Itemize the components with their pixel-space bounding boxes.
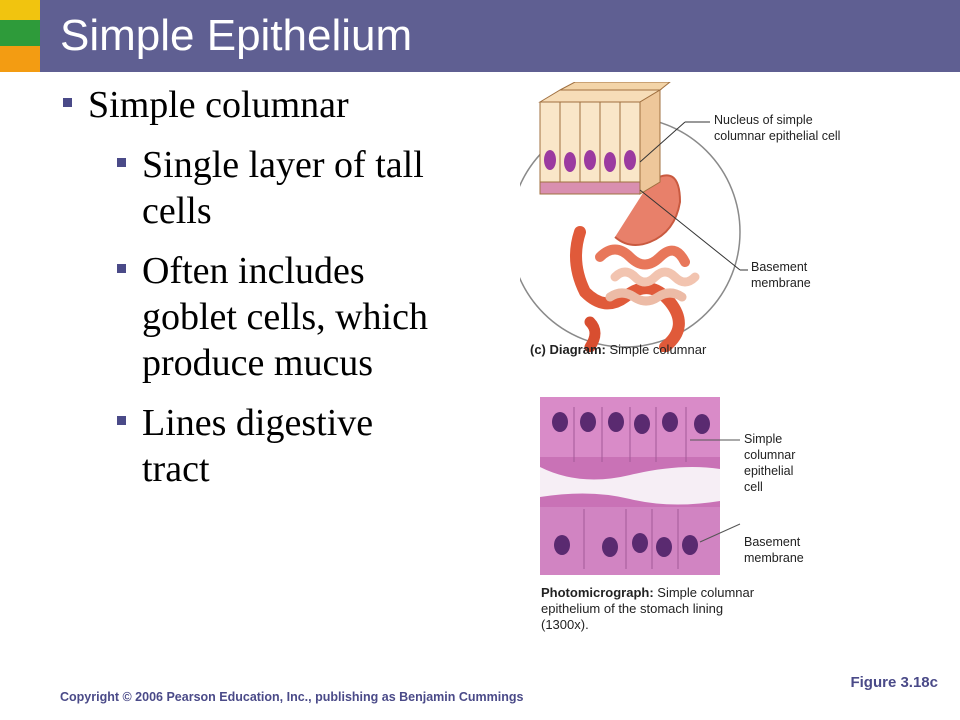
- bullet-simple-columnar: Simple columnar: [60, 82, 480, 128]
- bullet-line: goblet cells, which: [142, 296, 428, 338]
- corner-accent-yellow: [0, 0, 40, 20]
- caption-line: (1300x).: [541, 617, 589, 632]
- simple-columnar-diagram: [520, 82, 748, 352]
- copyright-notice: Copyright © 2006 Pearson Education, Inc.…: [60, 690, 524, 704]
- bullet-line: cells: [142, 190, 212, 232]
- figure-panel: Nucleus of simple columnar epithelial ce…: [520, 82, 950, 652]
- bullet-square-icon: [117, 264, 126, 273]
- callout-line: membrane: [744, 551, 804, 565]
- bullet-list: Simple columnar Single layer of tall cel…: [60, 82, 480, 506]
- callout-line: epithelial: [744, 464, 794, 478]
- callout-line: Basement: [744, 535, 801, 549]
- photo-caption: Photomicrograph: Simple columnar epithel…: [541, 585, 754, 633]
- callout-basement-membrane-photo: Basement membrane: [744, 534, 804, 566]
- callout-line: columnar: [744, 448, 796, 462]
- bullet-square-icon: [63, 98, 72, 107]
- caption-text: Simple columnar: [605, 342, 707, 357]
- bullet-text: Simple columnar: [88, 84, 349, 126]
- caption-line: epithelium of the stomach lining: [541, 601, 724, 616]
- photo-leader-lines: [690, 439, 741, 543]
- corner-accent-orange: [0, 46, 40, 72]
- bullet-square-icon: [117, 416, 126, 425]
- bullet-line: Single layer of tall: [142, 144, 424, 186]
- figure-reference: Figure 3.18c: [850, 674, 938, 691]
- intestines-illustration: [570, 174, 700, 352]
- caption-prefix: (c) Diagram:: [530, 342, 606, 357]
- slide-title: Simple Epithelium: [60, 11, 413, 60]
- callout-nucleus: Nucleus of simple columnar epithelial ce…: [714, 112, 840, 144]
- bullet-line: Lines digestive: [142, 402, 374, 444]
- bullet-square-icon: [117, 158, 126, 167]
- bullet-line: Often includes: [142, 250, 365, 292]
- photomicrograph-image: [540, 397, 720, 575]
- bullet-line: produce mucus: [142, 342, 374, 384]
- title-bar: [40, 0, 960, 72]
- epithelium-block: [538, 82, 671, 195]
- callout-simple-columnar-cell: Simple columnar epithelial cell: [744, 431, 795, 495]
- callout-line: Basement: [751, 260, 808, 274]
- caption-prefix: Photomicrograph:: [541, 585, 654, 600]
- callout-line: cell: [744, 480, 763, 494]
- callout-basement-membrane-diagram: Basement membrane: [751, 259, 811, 291]
- callout-line: columnar epithelial cell: [714, 129, 841, 143]
- callout-line: Simple: [744, 432, 783, 446]
- diagram-caption: (c) Diagram: Simple columnar: [530, 342, 706, 358]
- corner-accent-green: [0, 20, 40, 46]
- bullet-line: tract: [142, 448, 210, 490]
- callout-line: Nucleus of simple: [714, 113, 813, 127]
- bullet-single-layer: Single layer of tall cells: [60, 142, 480, 234]
- caption-line: Simple columnar: [653, 585, 755, 600]
- bullet-goblet-cells: Often includes goblet cells, which produ…: [60, 248, 480, 386]
- callout-line: membrane: [751, 276, 811, 290]
- bullet-digestive-tract: Lines digestive tract: [60, 400, 480, 492]
